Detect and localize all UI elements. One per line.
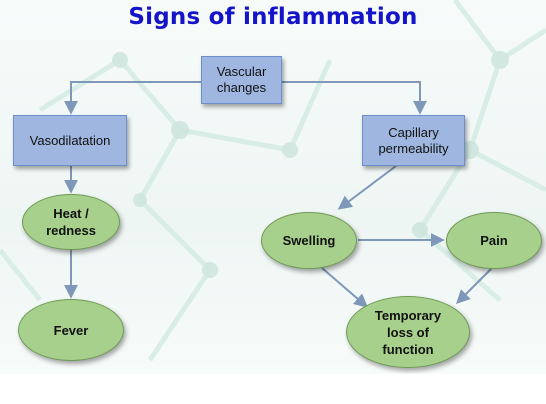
node-fever: Fever bbox=[18, 299, 124, 361]
arrow-capillary-to-swelling bbox=[337, 165, 397, 210]
arrow-pain-to-loss-of-function bbox=[456, 267, 493, 304]
node-swelling: Swelling bbox=[261, 212, 357, 269]
node-label: Swelling bbox=[282, 233, 336, 248]
node-label: Fever bbox=[53, 322, 89, 338]
node-capillary-permeability: Capillary permeability bbox=[362, 115, 465, 166]
slide-title: Signs of inflammation bbox=[128, 4, 418, 30]
node-label: Vascular changes bbox=[216, 64, 267, 95]
node-temporary-loss-of-function: Temporary loss of function bbox=[346, 296, 470, 368]
node-pain: Pain bbox=[446, 212, 542, 269]
arrow-vascular-to-capillary bbox=[282, 81, 427, 115]
node-label: Heat / redness bbox=[46, 206, 96, 238]
node-label: Temporary loss of function bbox=[374, 307, 442, 357]
bottom-margin bbox=[0, 374, 546, 404]
node-label: Vasodilatation bbox=[29, 132, 111, 148]
arrow-swelling-to-loss-of-function bbox=[321, 267, 369, 308]
node-vasodilatation: Vasodilatation bbox=[13, 115, 127, 166]
node-label: Pain bbox=[480, 233, 508, 248]
arrow-vascular-to-vasodilatation bbox=[64, 81, 201, 115]
node-vascular-changes: Vascular changes bbox=[201, 56, 282, 104]
node-heat-redness: Heat / redness bbox=[22, 194, 120, 250]
node-label: Capillary permeability bbox=[378, 124, 449, 156]
